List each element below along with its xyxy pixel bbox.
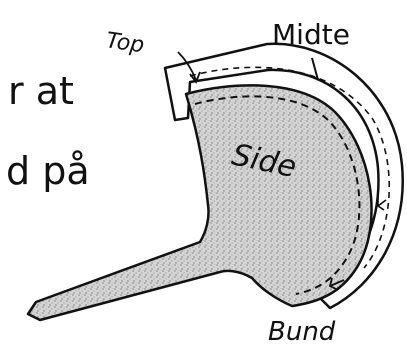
cut-off-text-line2: d på — [6, 149, 90, 193]
label-midte: Midte — [272, 18, 350, 51]
label-top: Top — [105, 28, 146, 58]
cut-off-text-line1: r at — [8, 69, 74, 113]
label-bund: Bund — [268, 317, 336, 347]
